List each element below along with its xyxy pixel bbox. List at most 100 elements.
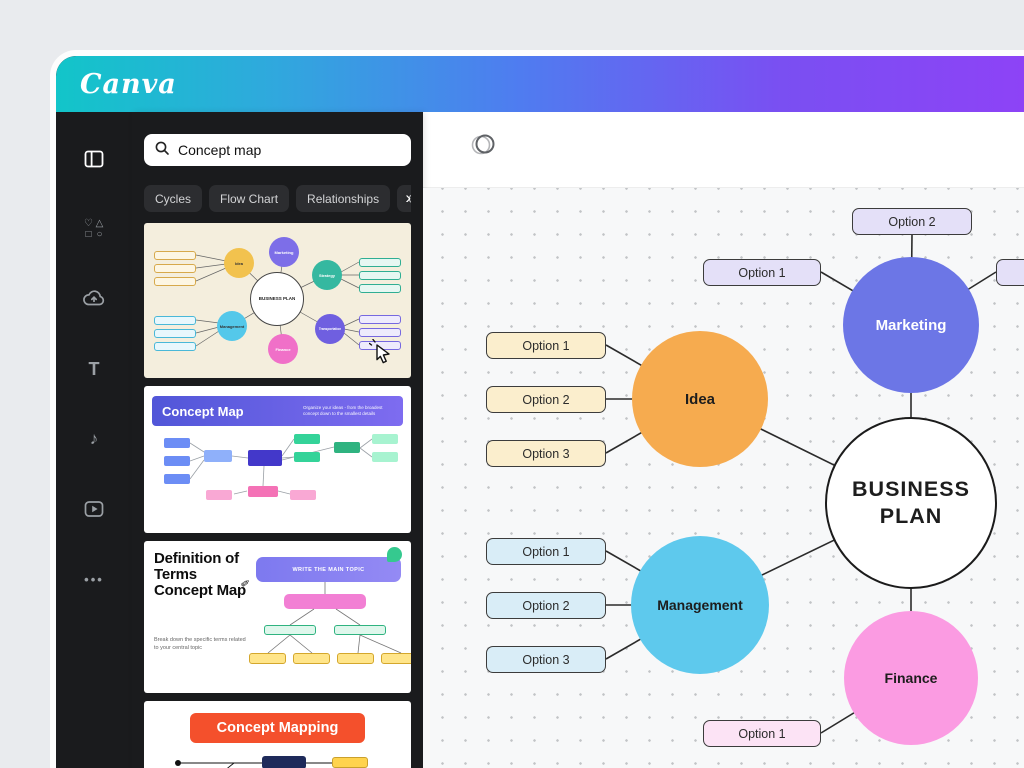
canva-logo: Canva bbox=[80, 68, 177, 100]
mini-flow-box bbox=[164, 438, 190, 448]
mini-node-strategy: Strategy bbox=[312, 260, 342, 290]
template-thumb-concept-map-purple[interactable]: Concept Map Organize your ideas - from t… bbox=[144, 386, 411, 533]
mini-flow-box bbox=[294, 452, 320, 462]
template-title: Concept Map bbox=[162, 403, 244, 419]
node-marketing[interactable]: Marketing bbox=[843, 257, 979, 393]
mini-node-finance: Finance bbox=[268, 334, 298, 364]
mini-option-pill bbox=[154, 342, 196, 351]
option-box-marketing-2[interactable]: Option 2 bbox=[852, 208, 972, 235]
app-window: Canva ♡△□○ T ♪ bbox=[50, 50, 1024, 768]
option-box-clipped[interactable] bbox=[996, 259, 1024, 286]
mini-option-pill bbox=[359, 328, 401, 337]
mini-green-box bbox=[264, 625, 316, 635]
mini-flow-box bbox=[372, 434, 398, 444]
mini-dark-box bbox=[262, 756, 306, 768]
mini-dot bbox=[175, 760, 181, 766]
editor-canvas: Marketing Idea BUSINESS PLAN Management … bbox=[423, 112, 1024, 768]
rail-item-elements[interactable]: ♡△□○ bbox=[56, 194, 132, 264]
mini-flow-box bbox=[248, 450, 282, 466]
option-box-idea-1[interactable]: Option 1 bbox=[486, 332, 606, 359]
mini-flow-box bbox=[294, 434, 320, 444]
cursor-icon bbox=[368, 338, 393, 370]
option-box-management-2[interactable]: Option 2 bbox=[486, 592, 606, 619]
template-caption: Break down the specific terms related to… bbox=[154, 637, 246, 651]
option-box-management-3[interactable]: Option 3 bbox=[486, 646, 606, 673]
mini-option-pill bbox=[154, 277, 196, 286]
canvas-board[interactable]: Marketing Idea BUSINESS PLAN Management … bbox=[423, 188, 1024, 768]
elements-icon: ♡△□○ bbox=[84, 218, 104, 240]
node-management[interactable]: Management bbox=[631, 536, 769, 674]
mini-green-box bbox=[334, 625, 386, 635]
mini-pink-box bbox=[284, 594, 366, 609]
mini-flow-box bbox=[372, 452, 398, 462]
main-topic-band: WRITE THE MAIN TOPIC bbox=[256, 557, 401, 582]
speech-bubble-icon bbox=[387, 547, 402, 562]
rings-icon bbox=[468, 134, 498, 162]
mini-node-idea: Idea bbox=[224, 248, 254, 278]
template-thumb-concept-map-beige[interactable]: BUSINESS PLAN Idea Marketing Strategy Ma… bbox=[144, 223, 411, 378]
template-thumb-concept-mapping[interactable]: Concept Mapping bbox=[144, 701, 411, 768]
templates-panel: Cycles Flow Chart Relationships Graphs T… bbox=[132, 112, 423, 768]
option-box-marketing-1[interactable]: Option 1 bbox=[703, 259, 821, 286]
mini-option-pill bbox=[359, 284, 401, 293]
music-note-icon: ♪ bbox=[89, 429, 99, 448]
mini-flow-box bbox=[206, 490, 232, 500]
template-title: Definition of Terms Concept Map bbox=[154, 550, 246, 600]
business-plan-line2: PLAN bbox=[879, 504, 943, 528]
option-box-idea-3[interactable]: Option 3 bbox=[486, 440, 606, 467]
mini-node-transportation: Transportation bbox=[315, 314, 345, 344]
template-subtitle: Organize your ideas - from the broadest … bbox=[303, 404, 383, 416]
app-header: Canva bbox=[56, 56, 1024, 112]
mini-diagram-lines bbox=[267, 582, 402, 654]
option-box-management-1[interactable]: Option 1 bbox=[486, 538, 606, 565]
business-plan-line1: BUSINESS bbox=[852, 477, 970, 502]
mini-option-pill bbox=[154, 316, 196, 325]
node-business-plan[interactable]: BUSINESS PLAN bbox=[825, 417, 997, 589]
mini-yellow-box bbox=[249, 653, 286, 664]
search-box[interactable] bbox=[144, 134, 411, 166]
rail-item-uploads[interactable] bbox=[56, 264, 132, 334]
mini-option-pill bbox=[154, 329, 196, 338]
mini-option-pill bbox=[359, 258, 401, 267]
node-idea[interactable]: Idea bbox=[632, 331, 768, 467]
node-finance[interactable]: Finance bbox=[844, 611, 978, 745]
chevron-right-icon[interactable]: › bbox=[405, 188, 411, 207]
design-icon bbox=[82, 147, 106, 171]
option-box-finance-1[interactable]: Option 1 bbox=[703, 720, 821, 747]
sidebar-rail: ♡△□○ T ♪ ••• bbox=[56, 112, 132, 768]
template-title: Concept Mapping bbox=[190, 713, 365, 743]
mini-flow-box bbox=[164, 474, 190, 484]
mini-yellow-box bbox=[381, 653, 411, 664]
mini-option-pill bbox=[359, 271, 401, 280]
text-icon: T bbox=[88, 358, 100, 379]
chip-relationships[interactable]: Relationships bbox=[296, 185, 391, 212]
shape-tool[interactable] bbox=[468, 131, 498, 162]
mini-node-management: Management bbox=[217, 311, 247, 341]
mini-flow-box bbox=[290, 490, 316, 500]
rail-item-design[interactable] bbox=[56, 124, 132, 194]
search-input[interactable] bbox=[178, 142, 401, 158]
mini-flow-box bbox=[164, 456, 190, 466]
rail-item-more[interactable]: ••• bbox=[56, 544, 132, 614]
template-title-band: Concept Map Organize your ideas - from t… bbox=[152, 396, 403, 426]
mini-option-pill bbox=[154, 264, 196, 273]
more-dots-icon: ••• bbox=[84, 571, 104, 587]
mini-node-business-plan: BUSINESS PLAN bbox=[250, 272, 304, 326]
rail-item-text[interactable]: T bbox=[56, 334, 132, 404]
chip-flow-chart[interactable]: Flow Chart bbox=[209, 185, 290, 212]
template-thumb-definition-of-terms[interactable]: Definition of Terms Concept Map Break do… bbox=[144, 541, 411, 693]
mini-diagram-lines bbox=[181, 762, 332, 768]
mini-flow-box bbox=[204, 450, 232, 462]
canvas-toolbar bbox=[423, 112, 1024, 188]
option-box-idea-2[interactable]: Option 2 bbox=[486, 386, 606, 413]
mini-yellow-box bbox=[337, 653, 374, 664]
rail-item-audio[interactable]: ♪ bbox=[56, 404, 132, 474]
rail-item-videos[interactable] bbox=[56, 474, 132, 544]
mini-option-pill bbox=[359, 315, 401, 324]
chip-graphs[interactable]: Graphs bbox=[397, 185, 411, 212]
search-icon bbox=[154, 140, 170, 161]
chip-cycles[interactable]: Cycles bbox=[144, 185, 203, 212]
video-icon bbox=[82, 497, 106, 521]
upload-cloud-icon bbox=[81, 287, 107, 311]
filter-chips: Cycles Flow Chart Relationships Graphs T… bbox=[144, 185, 411, 212]
